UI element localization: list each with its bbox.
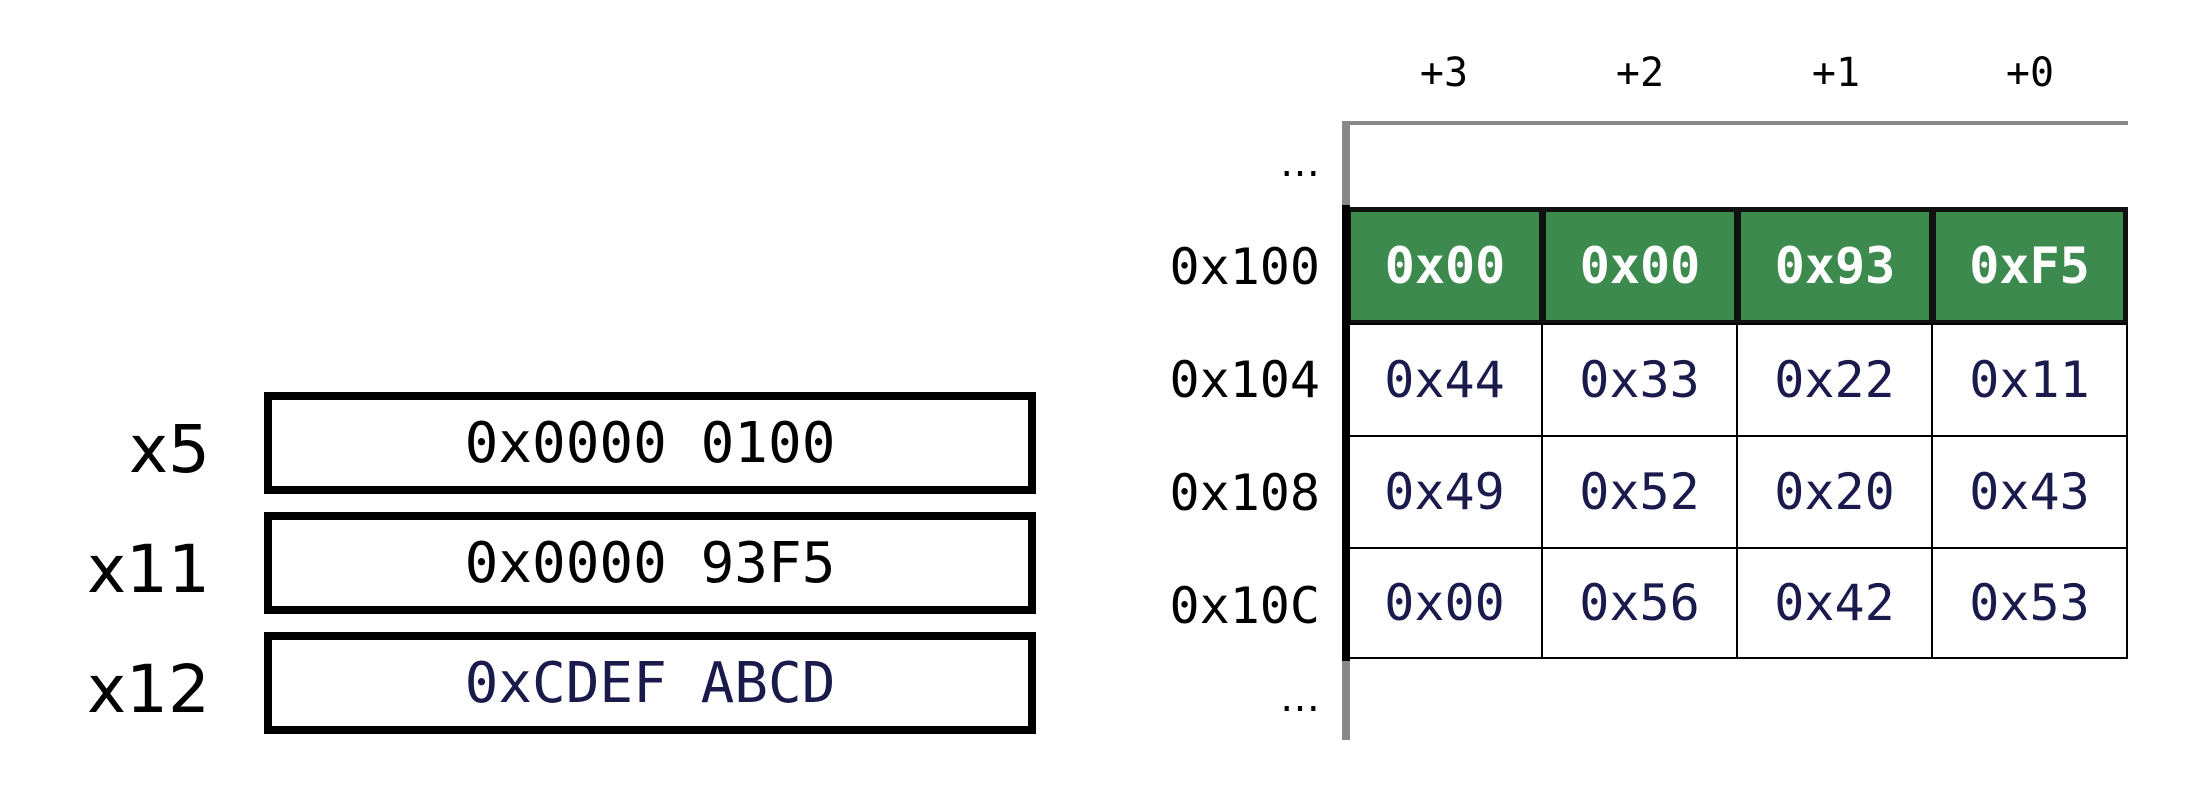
memory-byte-cell: 0x00 — [1541, 207, 1739, 325]
memory-top-border — [1342, 121, 2128, 125]
register-value-x11: 0x0000 93F5 — [264, 512, 1036, 614]
memory-grid-left-edge — [1342, 205, 1350, 661]
memory-byte-cell: 0x20 — [1736, 435, 1933, 549]
register-name-x11: x11 — [86, 531, 210, 608]
byte-offset-label: +3 — [1419, 50, 1469, 96]
memory-byte-cell: 0x33 — [1541, 323, 1738, 437]
byte-offset-label: +2 — [1615, 50, 1665, 96]
register-value-x5: 0x0000 0100 — [264, 392, 1036, 494]
memory-address-label: 0x108 — [1169, 464, 1320, 522]
memory-grid: 0x00 0x00 0x93 0xF5 0x44 0x33 0x22 0x11 … — [1346, 207, 2128, 659]
register-value-x12: 0xCDEF ABCD — [264, 632, 1036, 734]
memory-address-label: 0x100 — [1169, 238, 1320, 296]
memory-byte-cell: 0x00 — [1346, 207, 1544, 325]
memory-address-label: 0x10C — [1169, 577, 1320, 635]
memory-byte-cell: 0x00 — [1346, 547, 1543, 659]
memory-address-label: 0x104 — [1169, 351, 1320, 409]
ellipsis-bottom: … — [1280, 675, 1320, 721]
memory-byte-cell: 0x42 — [1736, 547, 1933, 659]
memory-byte-cell: 0x44 — [1346, 323, 1543, 437]
memory-byte-cell: 0x22 — [1736, 323, 1933, 437]
ellipsis-top: … — [1280, 140, 1320, 186]
memory-byte-cell: 0x11 — [1931, 323, 2128, 437]
memory-byte-cell: 0x43 — [1931, 435, 2128, 549]
memory-byte-cell: 0x52 — [1541, 435, 1738, 549]
memory-byte-cell: 0x56 — [1541, 547, 1738, 659]
memory-byte-cell: 0x49 — [1346, 435, 1543, 549]
byte-offset-label: +1 — [1811, 50, 1861, 96]
memory-byte-cell: 0x53 — [1931, 547, 2128, 659]
register-name-x5: x5 — [128, 411, 210, 488]
memory-byte-cell: 0xF5 — [1931, 207, 2128, 325]
memory-byte-cell: 0x93 — [1736, 207, 1934, 325]
register-name-x12: x12 — [86, 651, 210, 728]
byte-offset-label: +0 — [2005, 50, 2055, 96]
